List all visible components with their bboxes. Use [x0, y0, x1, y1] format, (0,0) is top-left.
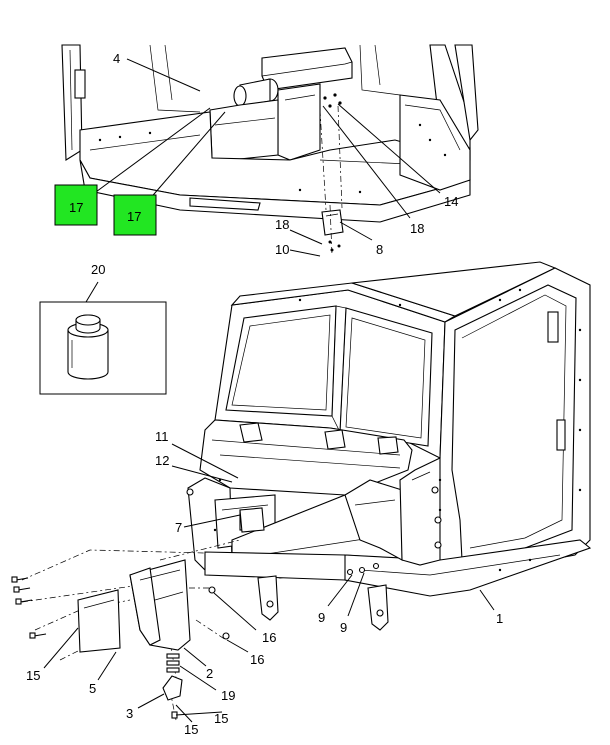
callout-11[interactable]: 11 — [155, 429, 169, 444]
callout-5[interactable]: 5 — [89, 681, 96, 696]
item-20-inset — [39, 301, 167, 395]
callout-9-right[interactable]: 9 — [340, 620, 347, 635]
callout-16-lower[interactable]: 16 — [250, 652, 264, 667]
callout-15-right[interactable]: 15 — [214, 711, 228, 726]
callout-18-bottom[interactable]: 18 — [275, 217, 289, 232]
callout-18-right[interactable]: 18 — [410, 221, 424, 236]
callout-3[interactable]: 3 — [126, 706, 133, 721]
screw-set — [11, 576, 47, 639]
callout-7[interactable]: 7 — [175, 520, 182, 535]
kick-panel-parts — [11, 507, 380, 721]
callout-10[interactable]: 10 — [275, 242, 289, 257]
callout-2[interactable]: 2 — [206, 666, 213, 681]
callout-15-left[interactable]: 15 — [26, 668, 40, 683]
callout-20[interactable]: 20 — [91, 262, 105, 277]
highlight-item-17-right[interactable] — [113, 194, 157, 236]
lower-cab-frame — [186, 261, 592, 631]
callout-17-left[interactable]: 17 — [69, 200, 83, 215]
callout-4[interactable]: 4 — [113, 51, 120, 66]
highlight-item-17-left[interactable] — [54, 184, 98, 226]
callout-14[interactable]: 14 — [444, 194, 458, 209]
callout-8[interactable]: 8 — [376, 242, 383, 257]
callout-19[interactable]: 19 — [221, 688, 235, 703]
callout-9-left[interactable]: 9 — [318, 610, 325, 625]
callout-16-upper[interactable]: 16 — [262, 630, 276, 645]
callout-12[interactable]: 12 — [155, 453, 169, 468]
callout-1[interactable]: 1 — [496, 611, 503, 626]
leader-lines — [43, 58, 495, 723]
callout-labels: 4 17 17 14 18 18 10 8 20 11 12 7 16 16 9… — [26, 51, 503, 737]
callout-15-bottom[interactable]: 15 — [184, 722, 198, 737]
callout-17-right[interactable]: 17 — [127, 209, 141, 224]
